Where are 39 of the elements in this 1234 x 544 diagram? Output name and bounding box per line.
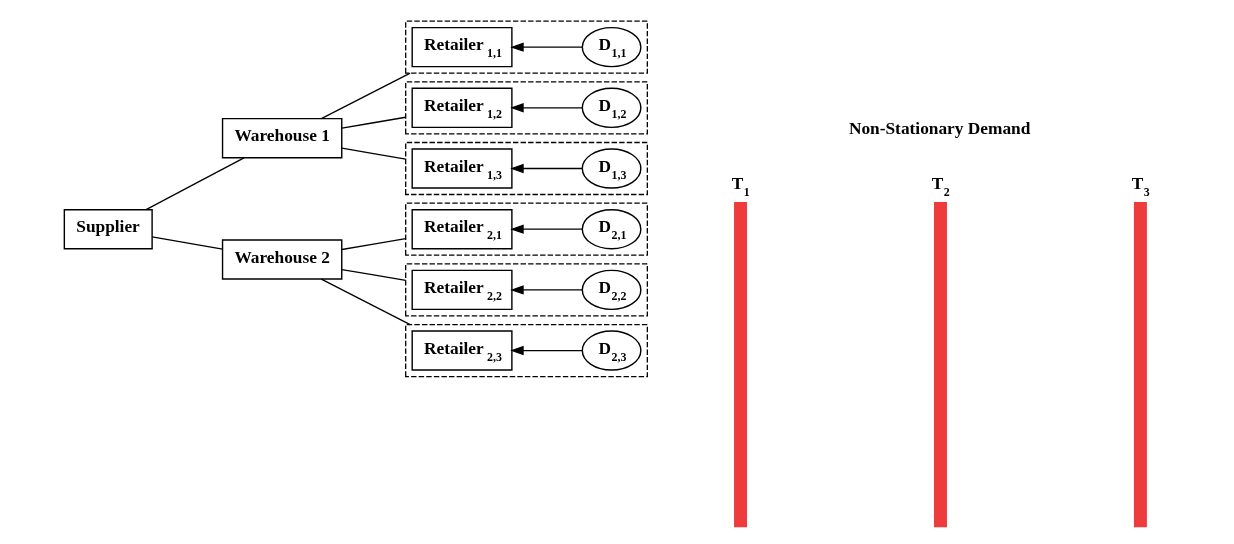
node-ellipse: D$_{1,2}$ <box>581 87 642 129</box>
connector <box>145 157 245 211</box>
node-ellipse: D$_{1,1}$ <box>581 26 642 68</box>
cluster <box>405 20 648 74</box>
node-ellipse: D$_{2,3}$ <box>581 330 642 371</box>
node-box: Warehouse 1 <box>221 117 343 159</box>
connector <box>320 72 411 120</box>
cluster <box>405 263 648 317</box>
connector <box>341 116 407 129</box>
cluster <box>405 81 648 135</box>
connector <box>320 278 411 326</box>
node-ellipse: D$_{2,2}$ <box>581 269 642 311</box>
node-box: Retailer $_{1,2}$ <box>411 87 513 129</box>
node-box: Retailer $_{2,2}$ <box>411 269 513 311</box>
node-box: Retailer $_{1,1}$ <box>411 26 513 68</box>
node-box: Retailer $_{2,3}$ <box>411 330 513 371</box>
node-box: Retailer $_{2,1}$ <box>411 209 513 250</box>
label: Non-Stationary Demand <box>848 118 1031 138</box>
cluster <box>405 323 648 378</box>
connector <box>151 236 224 250</box>
label: T$_{2}$ <box>931 173 950 199</box>
node-box: Supplier <box>63 209 153 250</box>
node-ellipse: D$_{2,1}$ <box>581 209 642 250</box>
label: T$_{3}$ <box>1131 173 1150 199</box>
cluster <box>405 141 648 196</box>
arrow <box>510 285 583 295</box>
node-box: Warehouse 2 <box>221 239 343 280</box>
arrow <box>510 42 583 52</box>
arrow <box>510 345 583 356</box>
connector <box>341 147 407 160</box>
cluster <box>405 202 648 256</box>
arrow <box>510 163 583 174</box>
arrow <box>510 103 583 113</box>
node-ellipse: D$_{1,3}$ <box>581 148 642 189</box>
label: T$_{1}$ <box>731 173 750 199</box>
connector <box>341 268 407 282</box>
connector <box>341 238 407 251</box>
arrow <box>510 224 583 234</box>
node-box: Retailer $_{1,3}$ <box>411 148 513 189</box>
